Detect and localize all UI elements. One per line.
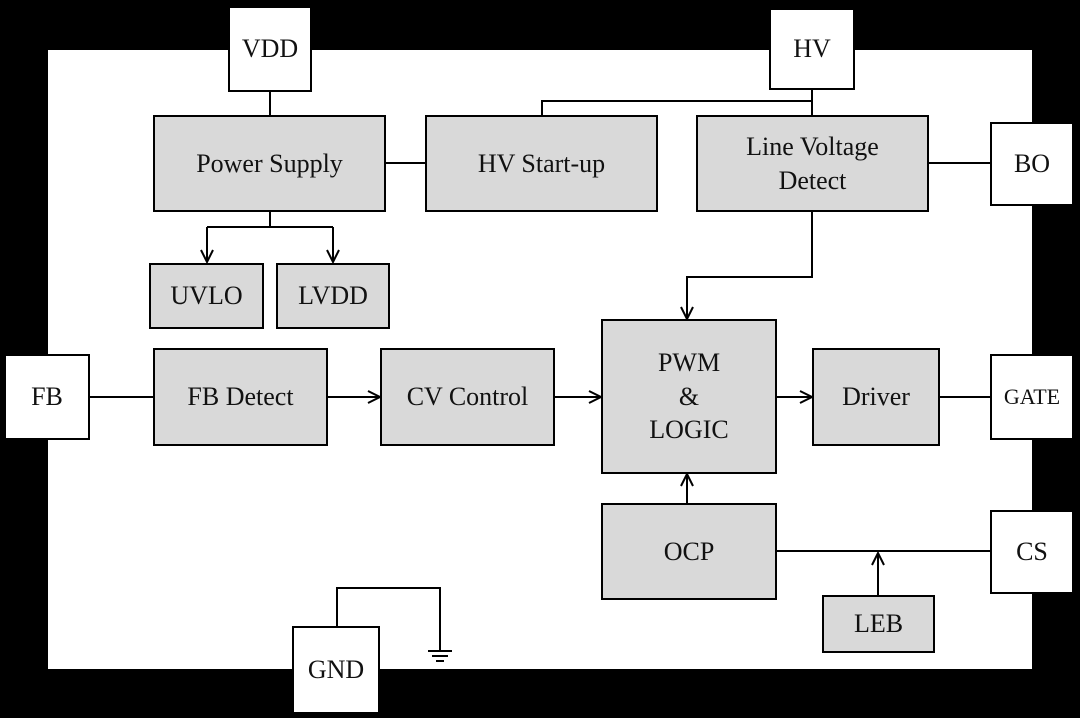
block-pwm-label-line1: PWM [657, 347, 721, 377]
pin-hv-label: HV [793, 34, 831, 63]
block-ocp-label: OCP [663, 536, 715, 566]
pin-bo: BO [990, 122, 1074, 206]
block-cv-control: CV Control [380, 348, 555, 446]
block-pwm-label-line2: & [678, 381, 700, 411]
block-power-supply-label: Power Supply [196, 148, 343, 178]
pin-gate-label: GATE [1003, 384, 1061, 409]
block-ocp: OCP [601, 503, 777, 600]
pin-gnd-label: GND [307, 655, 365, 684]
block-fb-detect-label: FB Detect [187, 382, 294, 412]
pin-gnd: GND [292, 626, 380, 714]
wire-hv-hvstart [541, 100, 812, 116]
block-pwm-logic: PWM & LOGIC [601, 319, 777, 474]
ground-icon [428, 650, 452, 662]
pin-cs: CS [990, 510, 1074, 594]
block-power-supply: Power Supply [153, 115, 386, 212]
block-lvd-label-line2: Detect [778, 165, 847, 195]
block-fb-detect: FB Detect [153, 348, 328, 446]
block-hv-startup-label: HV Start-up [477, 148, 606, 178]
block-uvlo: UVLO [149, 263, 264, 329]
pin-hv: HV [769, 8, 855, 90]
arrow-lvd-pwm [687, 211, 813, 319]
block-line-voltage-detect: Line Voltage Detect [696, 115, 929, 212]
block-lvdd-label: LVDD [298, 281, 368, 311]
block-pwm-label-line3: LOGIC [649, 415, 729, 445]
block-leb-label: LEB [853, 609, 904, 639]
wire-gnd-ground [336, 587, 441, 651]
pin-vdd: VDD [228, 6, 312, 92]
block-cv-control-label: CV Control [406, 382, 529, 412]
block-driver-label: Driver [842, 382, 910, 412]
pin-cs-label: CS [1016, 537, 1048, 566]
block-uvlo-label: UVLO [170, 281, 243, 311]
block-lvdd: LVDD [276, 263, 390, 329]
block-lvd-label-line1: Line Voltage [746, 131, 879, 161]
block-driver: Driver [812, 348, 940, 446]
pin-gate: GATE [990, 354, 1074, 440]
pin-bo-label: BO [1013, 149, 1051, 178]
block-leb: LEB [822, 595, 935, 653]
pin-vdd-label: VDD [241, 34, 299, 63]
block-hv-startup: HV Start-up [425, 115, 658, 212]
pin-fb-label: FB [31, 382, 63, 411]
pin-fb: FB [4, 354, 90, 440]
